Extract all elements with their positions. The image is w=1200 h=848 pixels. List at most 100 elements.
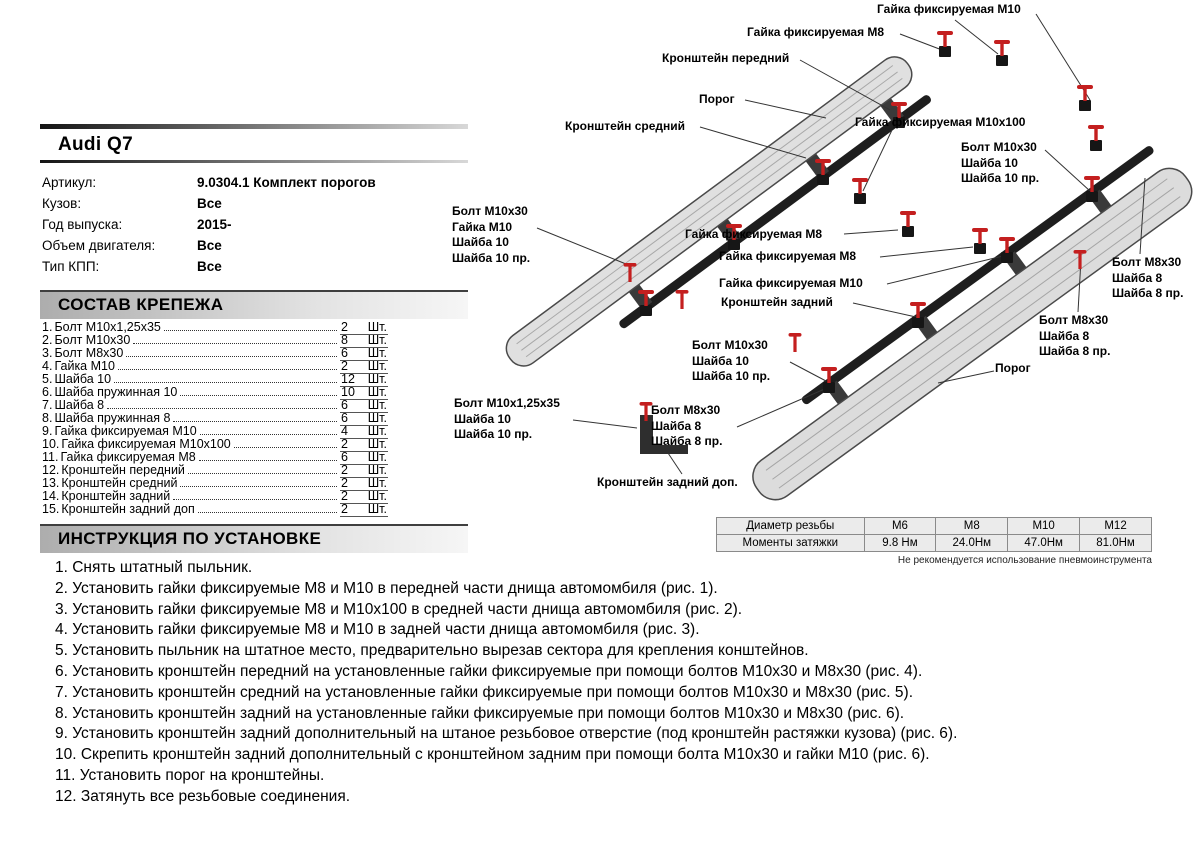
part-name: Кронштейн задний доп — [61, 502, 195, 516]
diagram-label: Кронштейн задний доп. — [597, 475, 738, 489]
instruction-item: 8. Установить кронштейн задний на устано… — [55, 704, 905, 722]
part-number: 15. — [42, 502, 60, 516]
spec-row: Год выпуска: 2015- — [42, 214, 468, 235]
part-name: Шайба пружинная 8 — [54, 411, 171, 425]
diagram-label: Гайка фиксируемая М8 — [719, 249, 857, 263]
diagram-label: Болт М10х30 Гайка М10 Шайба 10 Шайба 10 … — [452, 204, 531, 265]
part-qty: 2 — [341, 476, 348, 490]
leader-lines — [536, 13, 1146, 475]
part-qty: 8 — [341, 333, 348, 347]
instruction-item: 4. Установить гайки фиксируемые М8 и М10… — [55, 621, 700, 639]
dotted-leader — [233, 447, 337, 448]
diagram-label: Гайка фиксируемая М10х100 — [855, 115, 1026, 129]
part-qty: 6 — [341, 411, 348, 425]
diagram-label: Порог — [995, 361, 1031, 375]
part-number: 1. — [42, 320, 53, 334]
spec-value: Все — [197, 238, 222, 253]
part-unit: Шт. — [367, 359, 387, 373]
spec-label: Год выпуска: — [42, 217, 123, 232]
part-number: 14. — [42, 489, 60, 503]
instruction-item: 5. Установить пыльник на штатное место, … — [55, 642, 809, 660]
dotted-leader — [173, 499, 337, 500]
dotted-leader — [126, 356, 337, 357]
torque-row1-label: Диаметр резьбы — [716, 517, 865, 535]
part-number: 7. — [42, 398, 53, 412]
instructions-section-header: ИНСТРУКЦИЯ ПО УСТАНОВКЕ — [40, 524, 468, 553]
part-qty-cell: 2 Шт. — [340, 321, 388, 335]
part-number: 3. — [42, 346, 53, 360]
part-unit: Шт. — [367, 333, 387, 347]
part-name: Кронштейн средний — [61, 476, 178, 490]
instruction-item: 2. Установить гайки фиксируемые М8 и М10… — [55, 579, 718, 597]
part-qty: 2 — [341, 320, 348, 334]
dotted-leader — [198, 460, 337, 461]
part-unit: Шт. — [367, 411, 387, 425]
part-qty: 6 — [341, 346, 348, 360]
part-unit: Шт. — [367, 476, 387, 490]
part-qty: 12 — [341, 372, 355, 386]
parts-row: 3.Болт М8х30 6 Шт. — [42, 346, 388, 361]
torque-value: 47.0Нм — [1007, 534, 1081, 552]
torque-col-header: М12 — [1079, 517, 1152, 535]
instructions-list: 1. Снять штатный пыльник. 2. Установить … — [55, 559, 1165, 809]
part-number: 10. — [42, 437, 60, 451]
part-unit: Шт. — [367, 502, 387, 516]
part-name: Гайка М10 — [54, 359, 115, 373]
part-unit: Шт. — [367, 320, 387, 334]
part-name: Шайба 8 — [54, 398, 105, 412]
spec-label: Тип КПП: — [42, 259, 100, 274]
diagram-label: Кронштейн задний — [721, 295, 833, 309]
part-unit: Шт. — [367, 372, 387, 386]
dotted-leader — [180, 395, 337, 396]
dotted-leader — [107, 408, 337, 409]
torque-row2-label: Моменты затяжки — [716, 534, 865, 552]
header-top-rule — [40, 124, 468, 129]
spec-value: 2015- — [197, 217, 232, 232]
instruction-item: 1. Снять штатный пыльник. — [55, 559, 253, 576]
spec-label: Артикул: — [42, 175, 97, 190]
part-unit: Шт. — [367, 385, 387, 399]
part-name: Гайка фиксируемая М10 — [54, 424, 197, 438]
part-name: Болт М8х30 — [54, 346, 124, 360]
instruction-item: 7. Установить кронштейн средний на устан… — [55, 683, 914, 701]
part-number: 5. — [42, 372, 53, 386]
part-unit: Шт. — [367, 463, 387, 477]
part-name: Шайба пружинная 10 — [54, 385, 178, 399]
spec-value: 9.0304.1 Комплект порогов — [197, 175, 376, 190]
part-unit: Шт. — [367, 346, 387, 360]
instruction-item: 6. Установить кронштейн передний на уста… — [55, 662, 923, 680]
dotted-leader — [133, 343, 337, 344]
instruction-item: 9. Установить кронштейн задний дополните… — [55, 725, 958, 743]
diagram-label: Болт М8х30 Шайба 8 Шайба 8 пр. — [651, 403, 723, 448]
torque-value: 24.0Нм — [935, 534, 1009, 552]
torque-col-header: М8 — [935, 517, 1009, 535]
diagram-label: Кронштейн передний — [662, 51, 790, 65]
torque-table: Диаметр резьбы М6 М8 М10 М12 Моменты зат… — [716, 517, 1152, 566]
dotted-leader — [199, 434, 337, 435]
diagram-label: Гайка фиксируемая М10 — [877, 2, 1021, 16]
part-unit: Шт. — [367, 450, 387, 464]
part-unit: Шт. — [367, 489, 387, 503]
torque-col-header: М10 — [1007, 517, 1081, 535]
part-qty: 6 — [341, 398, 348, 412]
part-unit: Шт. — [367, 437, 387, 451]
part-name: Кронштейн передний — [61, 463, 185, 477]
instruction-item: 3. Установить гайки фиксируемые М8 и М10… — [55, 600, 743, 618]
part-name: Гайка фиксируемая М10х100 — [61, 437, 231, 451]
spec-value: Все — [197, 196, 222, 211]
diagram-label: Кронштейн средний — [565, 119, 686, 133]
diagram-label: Гайка фиксируемая М8 — [685, 227, 823, 241]
dotted-leader — [117, 369, 337, 370]
part-number: 6. — [42, 385, 53, 399]
